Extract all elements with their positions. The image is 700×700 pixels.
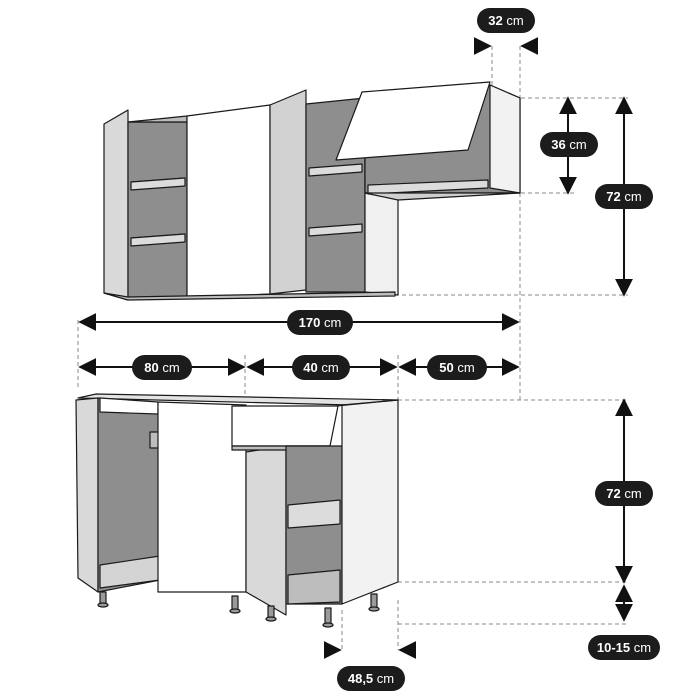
dimension-label-top-height: 72 cm	[595, 184, 653, 209]
svg-text:50 cm: 50 cm	[439, 360, 474, 375]
svg-text:80 cm: 80 cm	[144, 360, 179, 375]
base-drawer-front	[231, 405, 339, 447]
base-cabinet-unit	[75, 393, 399, 628]
dimension-label-base-width-2: 40 cm	[292, 355, 350, 380]
svg-text:170 cm: 170 cm	[299, 315, 342, 330]
svg-text:72 cm: 72 cm	[606, 189, 641, 204]
dimension-label-base-height: 72 cm	[595, 481, 653, 506]
base-right-side-panel	[341, 399, 399, 605]
dimension-label-base-width-1: 80 cm	[132, 355, 192, 380]
upper-left-open-door	[103, 109, 129, 301]
dimension-label-base-depth: 48,5 cm	[337, 666, 405, 691]
svg-text:32 cm: 32 cm	[488, 13, 523, 28]
dimension-label-top-depth: 32 cm	[477, 8, 535, 33]
dimension-label-leg-height: 10-15 cm	[588, 635, 660, 660]
svg-text:48,5 cm: 48,5 cm	[348, 671, 394, 686]
upper-center-open-door	[269, 89, 307, 295]
upper-left-carcass	[127, 121, 188, 299]
svg-text:36 cm: 36 cm	[551, 137, 586, 152]
upper-middle-door	[186, 104, 271, 299]
upper-cabinet-unit	[103, 81, 521, 301]
dimension-label-total-width: 170 cm	[287, 310, 353, 335]
cabinet-legs	[97, 591, 380, 628]
svg-text:40 cm: 40 cm	[303, 360, 338, 375]
dimension-label-base-width-3: 50 cm	[427, 355, 487, 380]
svg-text:72 cm: 72 cm	[606, 486, 641, 501]
base-left-open-door	[75, 397, 99, 593]
upper-lift-flap-door	[335, 81, 491, 161]
base-middle-open-door	[245, 445, 287, 616]
dimension-label-top-flap-height: 36 cm	[540, 132, 598, 157]
svg-text:10-15 cm: 10-15 cm	[597, 640, 651, 655]
